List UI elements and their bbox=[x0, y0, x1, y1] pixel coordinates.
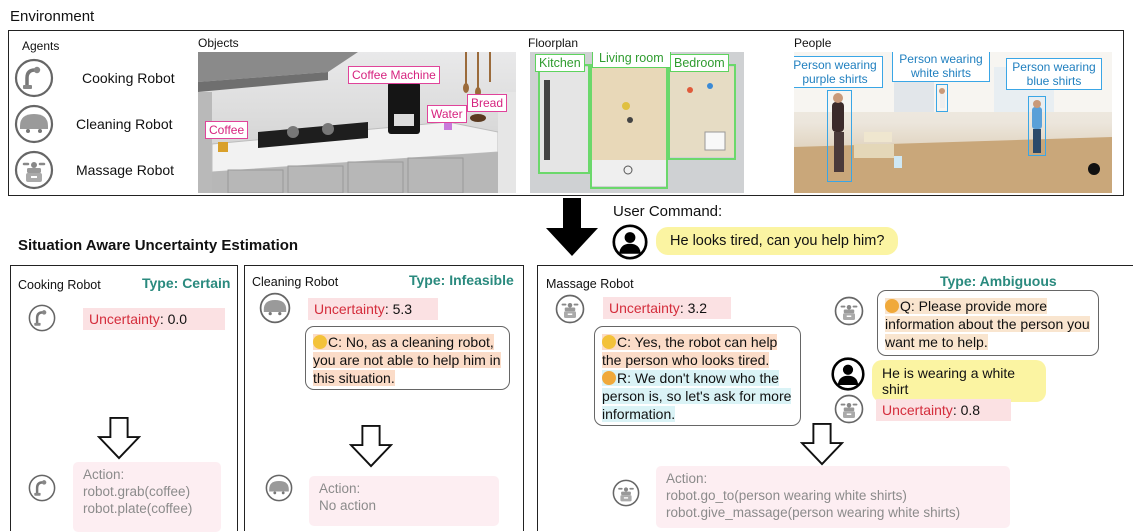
action-label: Action: bbox=[319, 481, 361, 496]
cleaning-panel: Cleaning Robot Type: Infeasible Uncertai… bbox=[244, 265, 524, 531]
massage-robot-icon bbox=[612, 479, 640, 507]
massage-panel: Massage Robot Type: Ambiguous Uncertaint… bbox=[537, 265, 1133, 531]
room-box-bedroom bbox=[668, 64, 736, 160]
user-command-label: User Command: bbox=[613, 203, 723, 220]
action-line: robot.plate(coffee) bbox=[83, 501, 193, 516]
q-text: Q: Please provide more information about… bbox=[885, 298, 1090, 350]
agent-cooking: Cooking Robot bbox=[14, 58, 175, 98]
agent-name: Cleaning Robot bbox=[76, 116, 173, 132]
question-bubble: Q: Please provide more information about… bbox=[877, 290, 1099, 356]
agent-name: Cooking Robot bbox=[82, 70, 175, 86]
agent-cleaning: Cleaning Robot bbox=[14, 104, 173, 144]
panel-robot-name: Cooking Robot bbox=[18, 278, 101, 292]
room-tag-bedroom: Bedroom bbox=[670, 54, 729, 72]
panel-robot-name: Massage Robot bbox=[546, 277, 634, 291]
agents-label: Agents bbox=[22, 39, 60, 53]
action-line: No action bbox=[319, 498, 377, 513]
person-tag-white: Person wearing white shirts bbox=[892, 52, 990, 82]
uncertainty-key: Uncertainty bbox=[314, 301, 385, 317]
c-text: C: Yes, the robot can help the person wh… bbox=[602, 334, 778, 368]
floorplan-drawing bbox=[540, 67, 734, 186]
action-label: Action: bbox=[83, 467, 125, 482]
environment-panel bbox=[8, 30, 1124, 196]
uncertainty-key: Uncertainty bbox=[609, 300, 680, 316]
user-icon bbox=[831, 357, 865, 391]
thinking-emoji-icon bbox=[602, 371, 616, 385]
floorplan-label: Floorplan bbox=[528, 36, 579, 50]
object-tag-coffee: Coffee bbox=[205, 121, 249, 139]
object-tag-coffee-machine: Coffee Machine bbox=[348, 66, 440, 84]
arrow-down-icon bbox=[800, 422, 844, 466]
person-box-purple bbox=[827, 90, 852, 182]
room-box-kitchen bbox=[538, 64, 590, 174]
action-box: Action: No action bbox=[309, 476, 499, 526]
conformal-bubble: C: No, as a cleaning robot, you are not … bbox=[305, 326, 510, 390]
uncertainty-value: : 0.8 bbox=[952, 402, 981, 418]
uncertainty-value: : 5.3 bbox=[384, 301, 413, 317]
cooking-panel: Cooking Robot Type: Certain Uncertainty:… bbox=[10, 265, 238, 532]
room-box-living bbox=[590, 64, 668, 189]
cleaning-robot-icon bbox=[265, 474, 293, 502]
object-tag-water: Water bbox=[427, 105, 467, 123]
uncertainty-key: Uncertainty bbox=[882, 402, 953, 418]
r-text: R: We don't know who the person is, so l… bbox=[602, 370, 792, 422]
uncertainty-badge: Uncertainty: 5.3 bbox=[308, 298, 438, 320]
action-line: robot.go_to(person wearing white shirts) bbox=[666, 488, 907, 503]
confused-emoji-icon bbox=[885, 299, 899, 313]
floorplan-image: Kitchen Living room Bedroom bbox=[530, 52, 744, 193]
section-title: Situation Aware Uncertainty Estimation bbox=[18, 237, 299, 254]
cooking-robot-icon bbox=[28, 304, 56, 332]
object-tag-bread: Bread bbox=[467, 94, 508, 112]
massage-robot-icon bbox=[555, 294, 585, 324]
uncertainty-value: : 3.2 bbox=[679, 300, 708, 316]
action-line: robot.give_massage(person wearing white … bbox=[666, 505, 961, 520]
panel-robot-name: Cleaning Robot bbox=[252, 275, 339, 289]
kitchen-scene-drawing bbox=[198, 52, 516, 193]
type-label: Type: Ambiguous bbox=[940, 273, 1057, 289]
massage-robot-icon bbox=[14, 150, 54, 190]
uncertainty-value: : 0.0 bbox=[159, 311, 188, 327]
massage-robot-icon bbox=[834, 394, 864, 424]
c-text: C: No, as a cleaning robot, you are not … bbox=[313, 334, 501, 386]
uncertainty-badge-updated: Uncertainty: 0.8 bbox=[876, 399, 1011, 421]
user-reply-bubble: He is wearing a white shirt bbox=[872, 360, 1046, 402]
action-label: Action: bbox=[666, 471, 708, 486]
uncertainty-badge: Uncertainty: 0.0 bbox=[83, 308, 225, 330]
action-box: Action: robot.go_to(person wearing white… bbox=[656, 466, 1010, 528]
type-label: Type: Infeasible bbox=[409, 272, 514, 288]
objects-label: Objects bbox=[198, 36, 239, 50]
action-line: robot.grab(coffee) bbox=[83, 484, 191, 499]
down-arrow-icon bbox=[546, 198, 598, 256]
user-icon bbox=[612, 224, 648, 260]
agent-name: Massage Robot bbox=[76, 162, 175, 178]
person-box-white bbox=[936, 84, 948, 112]
arrow-down-icon bbox=[97, 416, 141, 460]
user-command-bubble: He looks tired, can you help him? bbox=[656, 227, 899, 255]
cooking-robot-icon bbox=[14, 58, 54, 98]
person-tag-blue: Person wearing blue shirts bbox=[1006, 58, 1102, 90]
cleaning-robot-icon bbox=[259, 292, 291, 324]
action-box: Action: robot.grab(coffee) robot.plate(c… bbox=[73, 462, 221, 532]
cleaning-robot-icon bbox=[14, 104, 54, 144]
person-box-blue bbox=[1028, 96, 1046, 156]
agent-massage: Massage Robot bbox=[14, 150, 174, 190]
type-label: Type: Certain bbox=[142, 275, 231, 291]
massage-robot-icon bbox=[834, 296, 864, 326]
uncertainty-badge: Uncertainty: 3.2 bbox=[603, 297, 731, 319]
people-label: People bbox=[794, 36, 832, 50]
smile-emoji-icon bbox=[602, 335, 616, 349]
environment-title: Environment bbox=[10, 8, 95, 25]
smile-emoji-icon bbox=[313, 335, 327, 349]
room-tag-kitchen: Kitchen bbox=[535, 54, 585, 72]
kitchen-scene-image: Coffee Machine Water Bread Coffee bbox=[198, 52, 516, 193]
room-tag-living-room: Living room bbox=[592, 52, 671, 68]
reasoning-bubble: C: Yes, the robot can help the person wh… bbox=[594, 326, 801, 426]
cooking-robot-icon bbox=[28, 474, 56, 502]
arrow-down-icon bbox=[349, 424, 393, 468]
uncertainty-key: Uncertainty bbox=[89, 311, 160, 327]
person-tag-purple: Person wearing purple shirts bbox=[794, 56, 883, 88]
people-scene-image: Person wearing purple shirts Person wear… bbox=[794, 52, 1112, 193]
